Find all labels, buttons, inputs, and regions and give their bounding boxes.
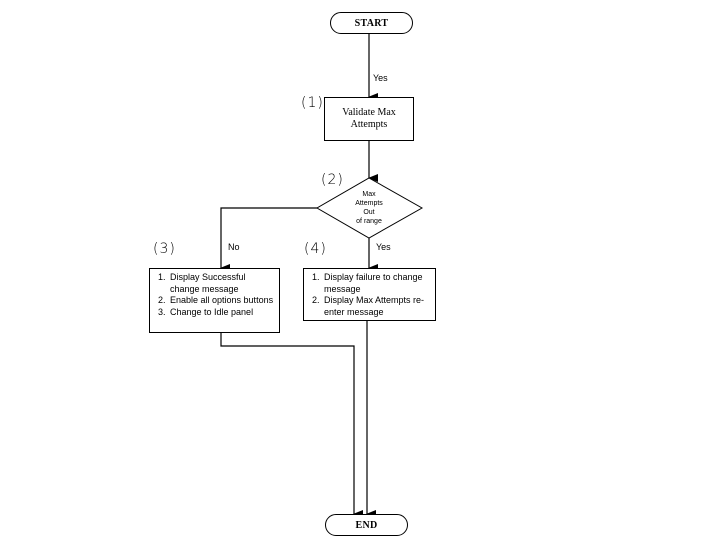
step-number-2: (2) [321, 172, 344, 188]
decision-text-line-2: Attempts [355, 200, 383, 207]
failure-action-item: Display failure to change message [322, 272, 431, 295]
success-action-item: Change to Idle panel [168, 307, 275, 319]
validate-text-line-1: Validate Max [342, 107, 396, 118]
step-number-1: (1) [301, 95, 324, 111]
edge-label-yes-start: Yes [373, 73, 388, 83]
success-actions-box: Display Successful change message Enable… [149, 268, 280, 333]
failure-actions-box: Display failure to change message Displa… [303, 268, 436, 321]
step-number-4: (4) [304, 241, 327, 257]
decision-text: Max Attempts Out of range [339, 190, 399, 226]
start-terminal: START [330, 12, 413, 34]
validate-max-attempts-box: Validate Max Attempts [324, 97, 414, 141]
edge-decision-no [220, 207, 317, 272]
decision-text-line-4: of range [356, 218, 382, 225]
edge-label-yes-decision: Yes [376, 242, 391, 252]
validate-text-line-2: Attempts [350, 119, 388, 130]
step-number-3: (3) [153, 241, 176, 257]
failure-action-item: Display Max Attempts re-enter message [322, 295, 431, 318]
success-action-item: Display Successful change message [168, 272, 275, 295]
end-terminal: END [325, 514, 408, 536]
edge-success-to-end [220, 333, 363, 518]
edge-label-no: No [228, 242, 240, 252]
success-action-item: Enable all options buttons [168, 295, 275, 307]
decision-text-line-3: Out [363, 209, 375, 216]
decision-text-line-1: Max [362, 191, 376, 198]
